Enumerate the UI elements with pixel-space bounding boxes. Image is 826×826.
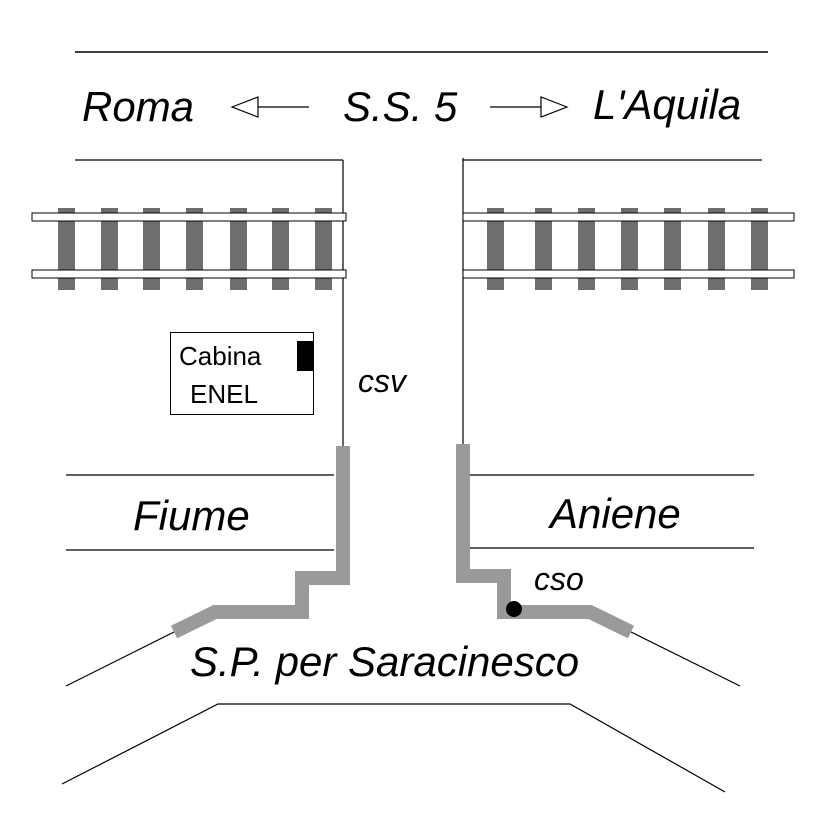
junction-dot-icon <box>506 601 522 617</box>
arrow-right-icon <box>490 96 569 118</box>
railway-left <box>31 208 347 290</box>
rail-line <box>31 269 347 279</box>
rail-line <box>31 212 347 222</box>
sp-road-upper-left <box>65 631 175 687</box>
pipeline-cso <box>456 444 635 639</box>
label-laquila: L'Aquila <box>593 81 742 128</box>
label-fiume: Fiume <box>133 492 250 539</box>
cabina-enel-box <box>170 332 314 415</box>
arrow-left-icon <box>230 96 309 118</box>
label-cabina: Cabina <box>179 341 262 371</box>
sp-road-upper-right <box>630 631 741 687</box>
label-aniene: Aniene <box>550 490 681 537</box>
label-cso: cso <box>534 561 584 597</box>
railway-right <box>462 208 795 290</box>
label-csv: csv <box>358 363 406 399</box>
sp-road-lower-edge <box>61 703 726 793</box>
label-roma: Roma <box>82 83 195 130</box>
label-ss5: S.S. 5 <box>343 83 458 130</box>
rail-line <box>462 212 795 222</box>
pipeline-csv <box>170 446 350 639</box>
rail-line <box>462 269 795 279</box>
label-sp-saracinesco: S.P. per Saracinesco <box>190 638 580 685</box>
label-enel: ENEL <box>190 379 258 409</box>
substation-marker-icon <box>297 341 314 371</box>
